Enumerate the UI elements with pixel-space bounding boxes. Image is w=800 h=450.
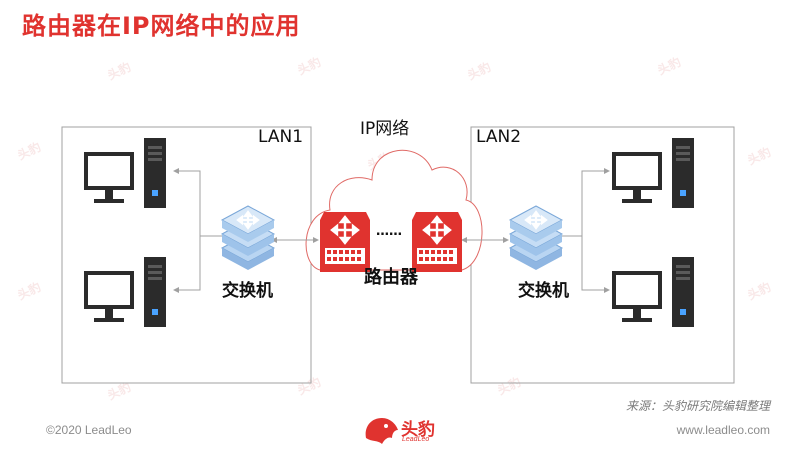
computer-icon [84, 255, 168, 329]
copyright: ©2020 LeadLeo [46, 423, 132, 437]
leopard-logo-icon [365, 418, 398, 444]
router-ellipsis: …… [376, 224, 402, 239]
source-note: 来源：头豹研究院编辑整理 [625, 399, 770, 413]
switch-icon [220, 204, 276, 272]
computer-icon [84, 136, 168, 210]
page-title: 路由器在IP网络中的应用 [22, 12, 301, 40]
logo-subtext: LeadLeo [402, 436, 430, 443]
switch-left-label: 交换机 [222, 280, 273, 301]
switch-icon [508, 204, 564, 272]
lan1-label: LAN1 [258, 127, 303, 147]
router-label: 路由器 [364, 266, 419, 288]
switch-right-label: 交换机 [518, 280, 569, 301]
logo-text: 头豹 [401, 420, 435, 440]
router-icon [410, 210, 464, 274]
lan2-label: LAN2 [476, 127, 521, 147]
computer-icon [612, 255, 696, 329]
website: www.leadleo.com [676, 423, 770, 437]
ip-network-label: IP网络 [360, 119, 409, 139]
computer-icon [612, 136, 696, 210]
router-icon [318, 210, 372, 274]
